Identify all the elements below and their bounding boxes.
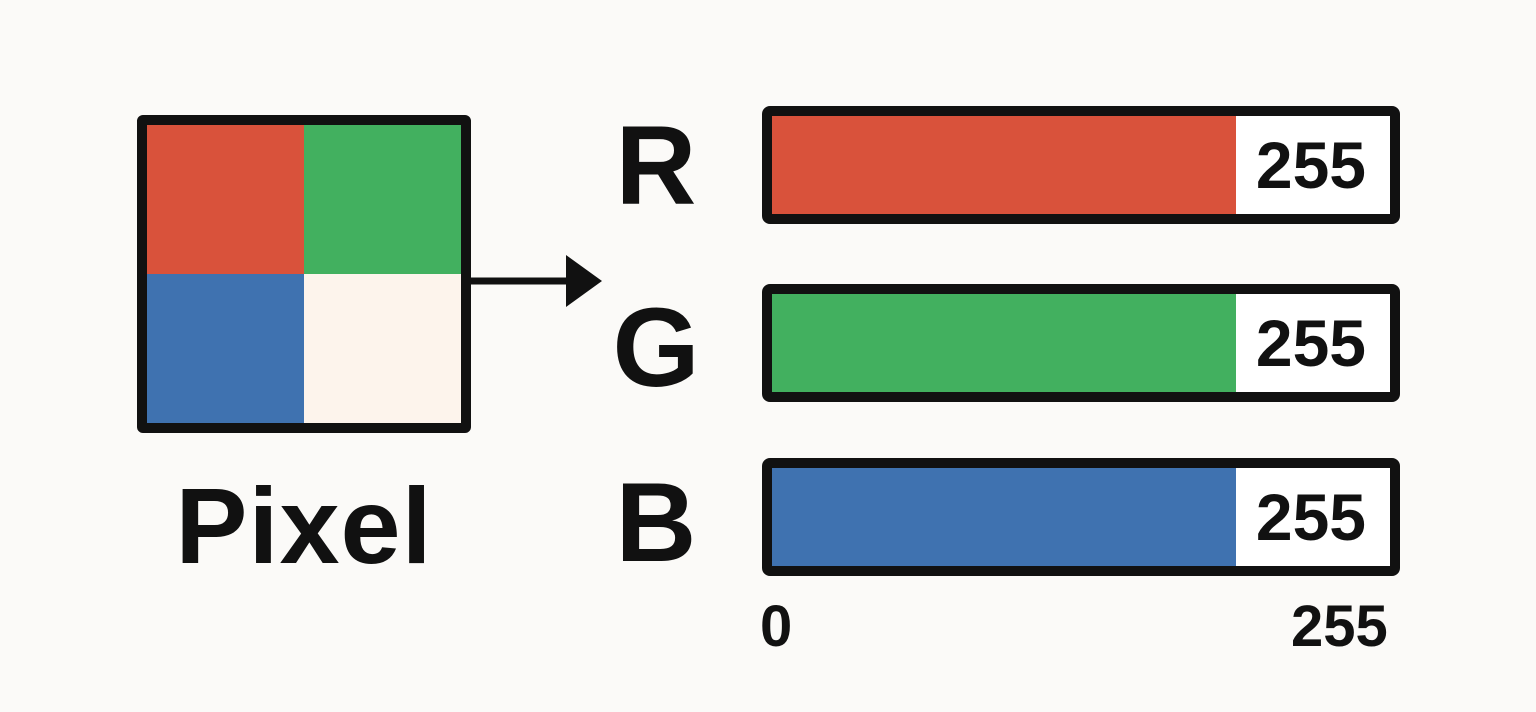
channel-letter-r: R bbox=[615, 103, 697, 228]
pixel-caption: Pixel bbox=[175, 465, 433, 586]
right-arrow-icon bbox=[466, 255, 602, 307]
pixel-quadrant-bottom-left bbox=[147, 274, 304, 423]
pixel-quadrant-bottom-right bbox=[304, 274, 461, 423]
channel-value-r: 255 bbox=[1255, 128, 1366, 202]
channel-bar-g: 255 bbox=[762, 284, 1400, 402]
pixel-tile bbox=[137, 115, 471, 433]
pixel-quadrant-top-right bbox=[304, 125, 461, 274]
channel-value-b: 255 bbox=[1255, 480, 1366, 554]
scale-max-label: 255 bbox=[1291, 594, 1388, 659]
channel-bar-b: 255 bbox=[762, 458, 1400, 576]
channel-bar-r: 255 bbox=[762, 106, 1400, 224]
pixel-quadrant-top-left bbox=[147, 125, 304, 274]
channel-bar-fill-g bbox=[772, 294, 1236, 392]
channel-letter-g: G bbox=[612, 285, 700, 410]
channel-letter-b: B bbox=[615, 460, 697, 585]
channel-bar-fill-b bbox=[772, 468, 1236, 566]
channel-value-g: 255 bbox=[1255, 306, 1366, 380]
scale-min-label: 0 bbox=[760, 594, 793, 659]
channel-bar-fill-r bbox=[772, 116, 1236, 214]
